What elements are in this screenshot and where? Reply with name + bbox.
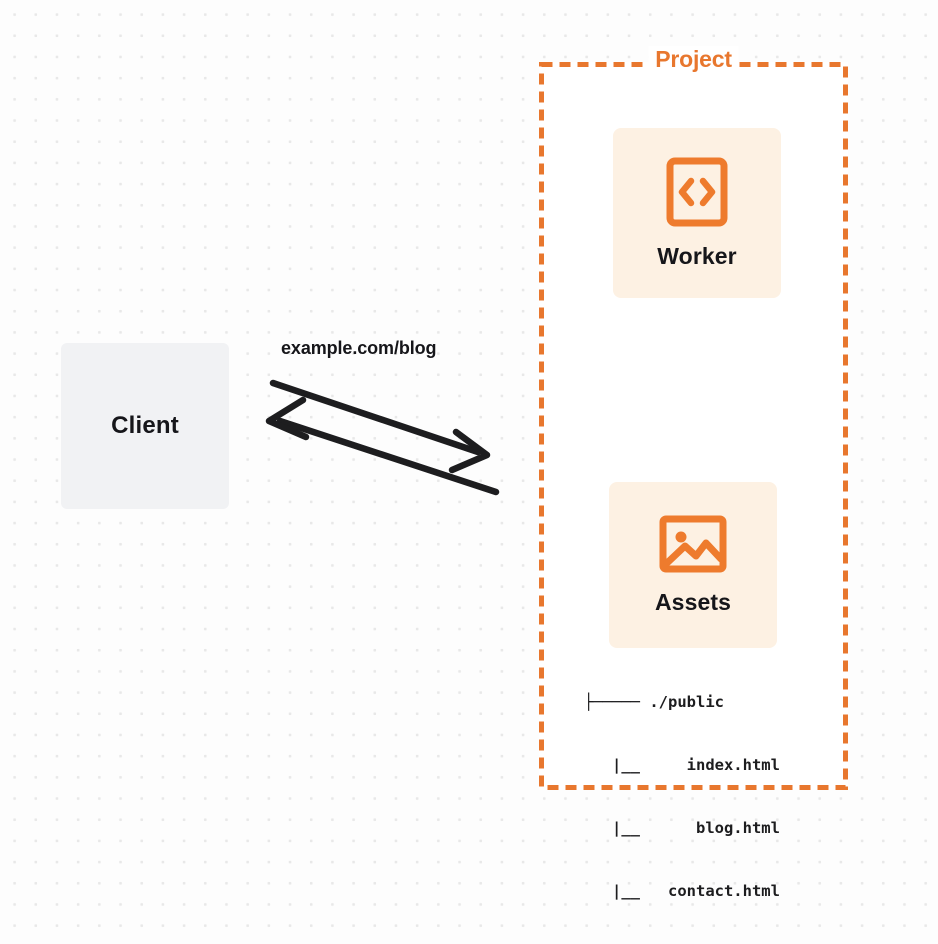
edge-label-url: example.com/blog: [281, 338, 437, 358]
client-node[interactable]: Client: [61, 343, 229, 509]
file-tree-row: ├───── ./public: [584, 693, 724, 711]
worker-label: Worker: [657, 242, 737, 269]
request-arrow: [269, 379, 491, 474]
file-tree-row: |__ contact.html: [584, 882, 780, 900]
assets-label: Assets: [654, 588, 732, 615]
file-tree-row: |__ index.html: [584, 756, 780, 774]
assets-node[interactable]: Assets: [609, 482, 777, 648]
assets-file-tree: ├───── ./public |__ index.html |__ blog.…: [584, 650, 780, 944]
code-brackets-icon: [666, 157, 728, 226]
project-container[interactable]: Project Worker Assets ├───── ./public |_…: [539, 46, 848, 900]
response-arrow: [265, 396, 500, 496]
file-tree-row: |__ blog.html: [584, 819, 780, 837]
client-label: Client: [111, 412, 179, 439]
image-icon: [659, 515, 727, 572]
diagram-canvas: Client example.com/blog Project Worker: [61, 46, 848, 900]
worker-node[interactable]: Worker: [613, 128, 781, 298]
project-title: Project: [648, 46, 739, 73]
